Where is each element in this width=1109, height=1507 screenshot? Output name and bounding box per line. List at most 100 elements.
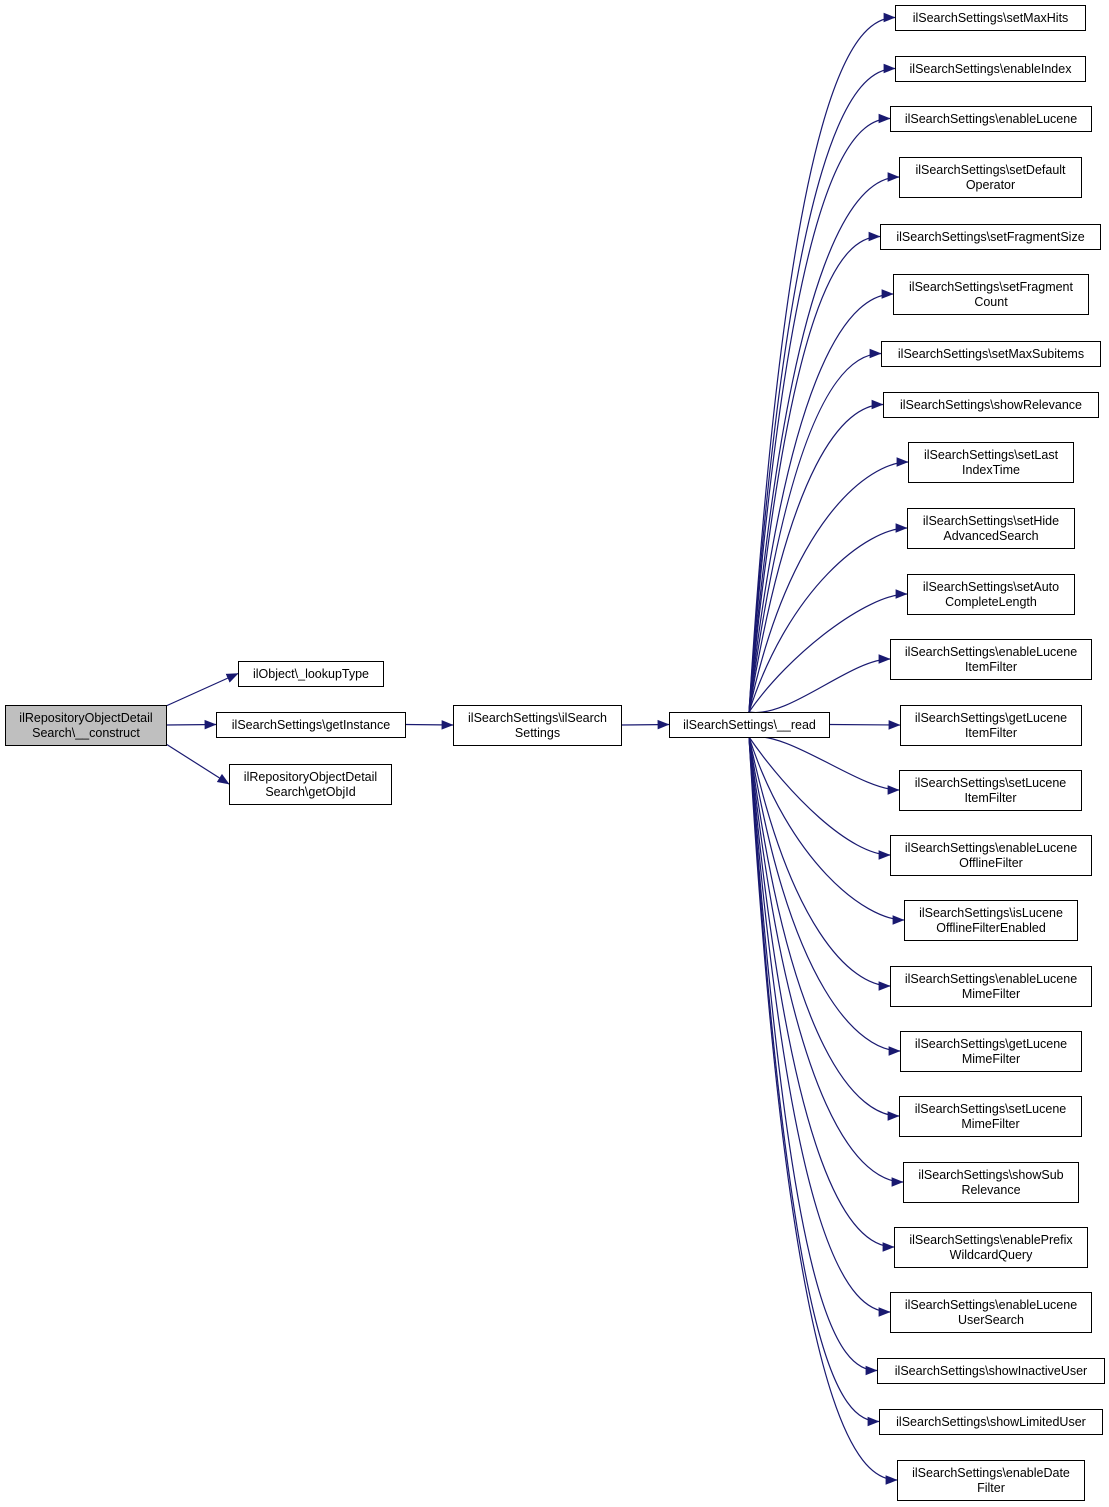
node-il-search-settings[interactable]: ilSearchSettings\ilSearchSettings: [453, 705, 622, 746]
node-show-inactive-user[interactable]: ilSearchSettings\showInactiveUser: [877, 1358, 1105, 1384]
edge-read-to-set-auto-complete-length: [748, 589, 908, 713]
node-label: UserSearch: [958, 1313, 1024, 1327]
node-label: ilRepositoryObjectDetail: [244, 770, 377, 784]
node-label: ilSearchSettings\showInactiveUser: [895, 1364, 1087, 1378]
node-enable-lucene-offline-filter[interactable]: ilSearchSettings\enableLuceneOfflineFilt…: [890, 835, 1092, 876]
node-enable-lucene[interactable]: ilSearchSettings\enableLucene: [890, 106, 1092, 132]
node-set-fragment-size[interactable]: ilSearchSettings\setFragmentSize: [880, 224, 1101, 250]
node-label: MimeFilter: [962, 1052, 1020, 1066]
node-label: CompleteLength: [945, 595, 1037, 609]
node-label: ilSearchSettings\showRelevance: [900, 398, 1082, 412]
node-label: Relevance: [961, 1183, 1020, 1197]
node-box: [895, 5, 1086, 31]
node-box: [890, 835, 1092, 876]
node-box: [895, 56, 1086, 82]
node-label: ItemFilter: [965, 660, 1017, 674]
node-label: ilSearchSettings\setLucene: [915, 1102, 1067, 1116]
node-show-relevance[interactable]: ilSearchSettings\showRelevance: [883, 392, 1099, 418]
node-label: OfflineFilterEnabled: [936, 921, 1046, 935]
node-lookup-type[interactable]: ilObject\_lookupType: [238, 661, 384, 687]
node-box: [900, 1031, 1082, 1072]
node-show-limited-user[interactable]: ilSearchSettings\showLimitedUser: [879, 1409, 1103, 1435]
edge-read-to-is-lucene-offline-filter-enabled: [748, 736, 905, 925]
node-set-max-subitems[interactable]: ilSearchSettings\setMaxSubitems: [881, 341, 1101, 367]
node-box: [893, 274, 1089, 315]
node-enable-prefix-wildcard-query[interactable]: ilSearchSettings\enablePrefixWildcardQue…: [894, 1227, 1088, 1268]
node-box: [229, 764, 392, 805]
edge-root-to-get-instance: [165, 719, 217, 730]
edge-root-to-get-obj-id: [165, 743, 230, 785]
node-box: [897, 1460, 1085, 1501]
edge-root-to-lookup-type: [165, 672, 239, 707]
node-root[interactable]: ilRepositoryObjectDetailSearch\__constru…: [5, 705, 167, 746]
edge-il-search-settings-to-read: [620, 719, 670, 730]
node-label: ilSearchSettings\enableLucene: [905, 645, 1077, 659]
node-box: [669, 712, 830, 738]
edge-read-to-set-lucene-item-filter: [748, 735, 900, 795]
node-get-instance[interactable]: ilSearchSettings\getInstance: [216, 712, 406, 738]
node-box: [216, 712, 406, 738]
edge-read-to-enable-lucene-user-search: [748, 736, 891, 1317]
node-label: Count: [974, 295, 1008, 309]
node-box: [890, 966, 1092, 1007]
node-is-lucene-offline-filter-enabled[interactable]: ilSearchSettings\isLuceneOfflineFilterEn…: [904, 900, 1078, 941]
node-label: ilSearchSettings\setMaxHits: [913, 11, 1069, 25]
node-label: ilSearchSettings\setHide: [923, 514, 1059, 528]
node-box: [890, 1292, 1092, 1333]
node-label: WildcardQuery: [950, 1248, 1033, 1262]
node-read[interactable]: ilSearchSettings\__read: [669, 712, 830, 738]
node-label: ilSearchSettings\getInstance: [232, 718, 390, 732]
node-label: ilSearchSettings\enableLucene: [905, 112, 1077, 126]
node-label: OfflineFilter: [959, 856, 1023, 870]
node-label: ilSearchSettings\enableDate: [912, 1466, 1070, 1480]
node-label: MimeFilter: [962, 987, 1020, 1001]
edge-get-instance-to-il-search-settings: [404, 720, 454, 730]
node-box: [899, 1096, 1082, 1137]
edge-read-to-set-max-hits: [748, 12, 896, 713]
node-box: [238, 661, 384, 687]
node-box: [899, 157, 1082, 198]
edge-read-to-get-lucene-mime-filter: [748, 736, 901, 1056]
node-label: ilSearchSettings\showLimitedUser: [896, 1415, 1086, 1429]
edge-read-to-set-hide-advanced-search: [748, 523, 908, 713]
node-label: ilSearchSettings\getLucene: [915, 1037, 1067, 1051]
node-label: ilSearchSettings\setMaxSubitems: [898, 347, 1084, 361]
node-label: MimeFilter: [961, 1117, 1019, 1131]
node-label: Operator: [966, 178, 1015, 192]
node-enable-index[interactable]: ilSearchSettings\enableIndex: [895, 56, 1086, 82]
node-box: [880, 224, 1101, 250]
node-label: ilRepositoryObjectDetail: [19, 711, 152, 725]
node-label: ilSearchSettings\setFragmentSize: [896, 230, 1084, 244]
node-label: Filter: [977, 1481, 1005, 1495]
node-label: Settings: [515, 726, 560, 740]
node-box: [5, 705, 167, 746]
node-label: IndexTime: [962, 463, 1020, 477]
node-label: ilSearchSettings\getLucene: [915, 711, 1067, 725]
node-box: [903, 1162, 1079, 1203]
edge-read-to-enable-lucene-mime-filter: [748, 736, 891, 991]
edge-read-to-get-lucene-item-filter: [828, 720, 901, 730]
node-label: ilSearchSettings\showSub: [918, 1168, 1063, 1182]
edge-read-to-enable-index: [748, 63, 896, 713]
node-box: [881, 341, 1101, 367]
node-label: ItemFilter: [965, 726, 1017, 740]
node-set-max-hits[interactable]: ilSearchSettings\setMaxHits: [895, 5, 1086, 31]
edge-read-to-enable-lucene: [748, 113, 891, 713]
node-label: ilObject\_lookupType: [253, 667, 369, 681]
